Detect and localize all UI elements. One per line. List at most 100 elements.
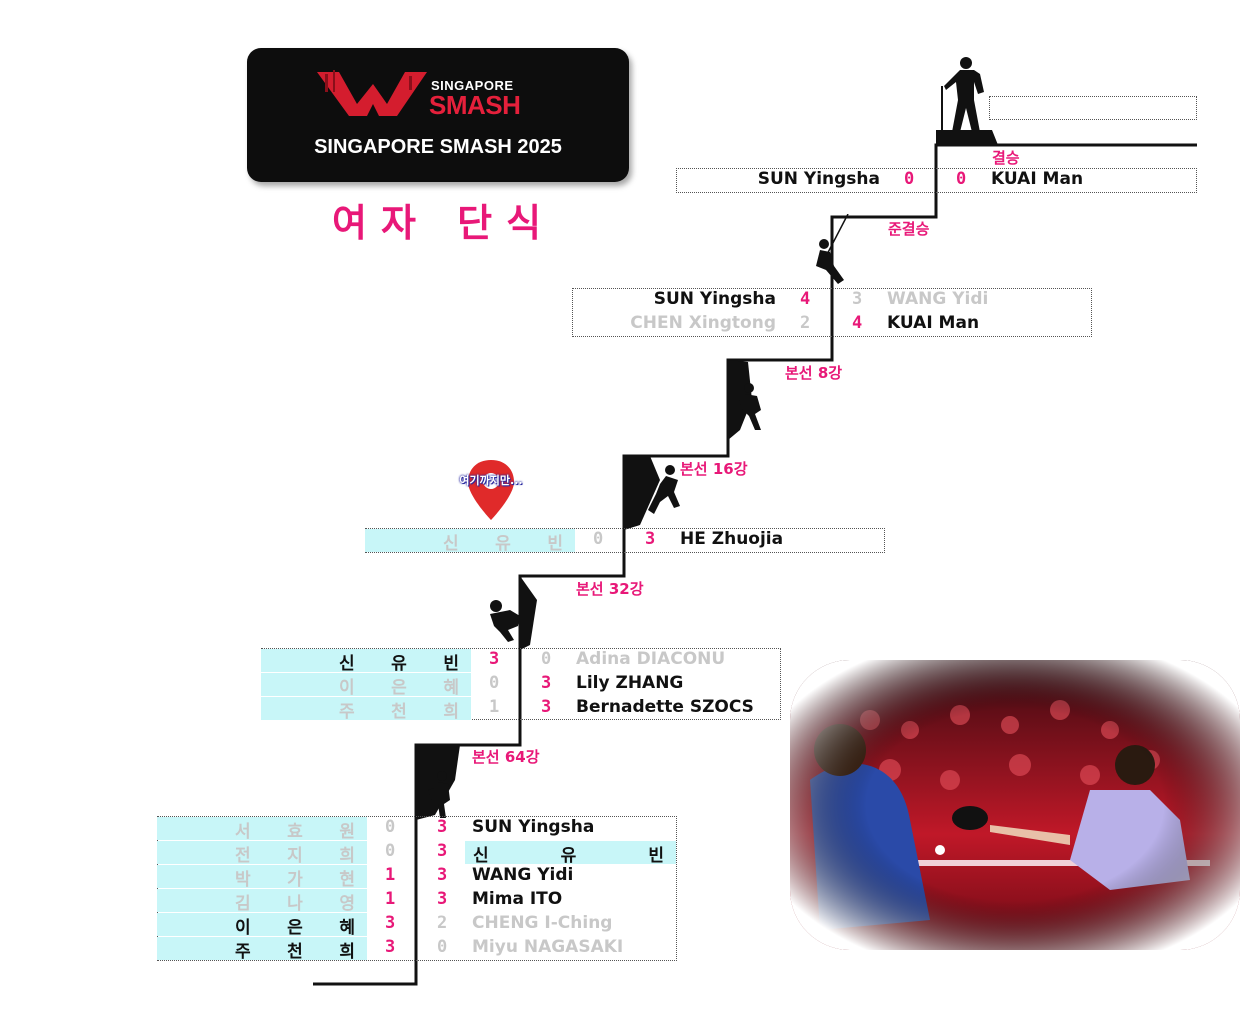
round-label-sf: 준결승: [888, 220, 930, 238]
name-char: 희: [443, 702, 459, 722]
name-char: 지: [287, 846, 303, 866]
round-label-r32: 본선 32강: [576, 580, 644, 598]
name-char: 주: [235, 942, 251, 962]
name-char: 전: [235, 846, 251, 866]
step-shadow: [520, 576, 537, 650]
name-char: 서: [235, 822, 251, 842]
name-char: 박: [235, 870, 251, 890]
right-player-name: Bernadette SZOCS: [576, 697, 754, 717]
right-player-name: KUAI Man: [887, 313, 980, 333]
pin-label: 여기까지만...: [459, 474, 523, 487]
right-player-name: KUAI Man: [991, 169, 1084, 189]
table-row: 김 나 영 1 3 Mima ITO: [157, 889, 677, 914]
left-score: 0: [904, 169, 915, 189]
right-player-name: Mima ITO: [472, 889, 563, 909]
event-title: SINGAPORE SMASH 2025: [314, 136, 562, 158]
left-score: 0: [385, 817, 396, 837]
logo-card: SINGAPORE SMASH SINGAPORE SMASH 2025: [247, 48, 629, 182]
left-score: 1: [385, 889, 396, 909]
right-player-name: Adina DIACONU: [576, 649, 726, 669]
summit-hiker-icon: [941, 57, 984, 136]
table-row: CHEN Xingtong 2 4 KUAI Man: [572, 313, 1092, 336]
left-score: 3: [385, 913, 396, 933]
player-photo: [790, 660, 1240, 950]
right-score: 3: [437, 841, 448, 861]
left-score: 0: [385, 841, 396, 861]
name-char: 천: [287, 942, 303, 962]
wtt-logo-icon: [317, 70, 427, 116]
right-player-name: Lily ZHANG: [576, 673, 684, 693]
left-score: 1: [489, 697, 500, 717]
left-score: 3: [385, 937, 396, 957]
left-score: 3: [489, 649, 500, 669]
name-char: 주: [339, 702, 355, 722]
round-label-qf: 본선 8강: [785, 364, 843, 382]
location-pin-icon: [468, 460, 514, 520]
left-score: 2: [800, 313, 811, 333]
right-score: 3: [437, 889, 448, 909]
sf-table: [676, 168, 1197, 193]
name-char: 빈: [443, 654, 459, 674]
name-char: 효: [287, 822, 303, 842]
right-score: 3: [437, 817, 448, 837]
name-char: 희: [339, 846, 355, 866]
right-player-name: HE Zhuojia: [680, 529, 784, 549]
climber-icon: [428, 771, 450, 818]
name-char: 희: [339, 942, 355, 962]
right-player-name: CHENG I-Ching: [472, 913, 613, 933]
climber-icon: [648, 465, 680, 514]
name-char: 혜: [443, 678, 459, 698]
table-row: SUN Yingsha 0 0 KUAI Man: [676, 169, 1197, 192]
right-score: 3: [852, 289, 863, 309]
name-char: 나: [287, 894, 303, 914]
name-char: 영: [339, 894, 355, 914]
name-char: 유: [391, 654, 407, 674]
climber-icon: [490, 600, 520, 642]
page-title: 여자 단식: [332, 201, 556, 245]
name-char: 신: [443, 534, 459, 554]
right-score: 2: [437, 913, 448, 933]
logo-brand-big: SMASH: [429, 90, 521, 120]
right-score: 0: [437, 937, 448, 957]
right-score: 3: [541, 673, 552, 693]
rappeller-icon: [816, 214, 849, 284]
right-score: 3: [437, 865, 448, 885]
right-score: 3: [541, 697, 552, 717]
left-score: 0: [489, 673, 500, 693]
step-shadow: [936, 130, 998, 145]
climber-icon: [739, 383, 761, 430]
champion-slot: [989, 96, 1197, 120]
right-score: 0: [956, 169, 967, 189]
left-player-name: CHEN Xingtong: [630, 313, 776, 333]
name-char: 현: [339, 870, 355, 890]
name-char: 유: [495, 534, 511, 554]
name-char: 김: [235, 894, 251, 914]
right-player-name: WANG Yidi: [887, 289, 989, 309]
right-player-name: WANG Yidi: [472, 865, 574, 885]
qf-table: [572, 288, 1092, 337]
round-label-r16: 본선 16강: [680, 460, 748, 478]
round-label-final: 결승: [992, 149, 1020, 167]
name-char: 가: [287, 870, 303, 890]
name-char: 이: [339, 678, 355, 698]
right-player-name: SUN Yingsha: [472, 817, 595, 837]
